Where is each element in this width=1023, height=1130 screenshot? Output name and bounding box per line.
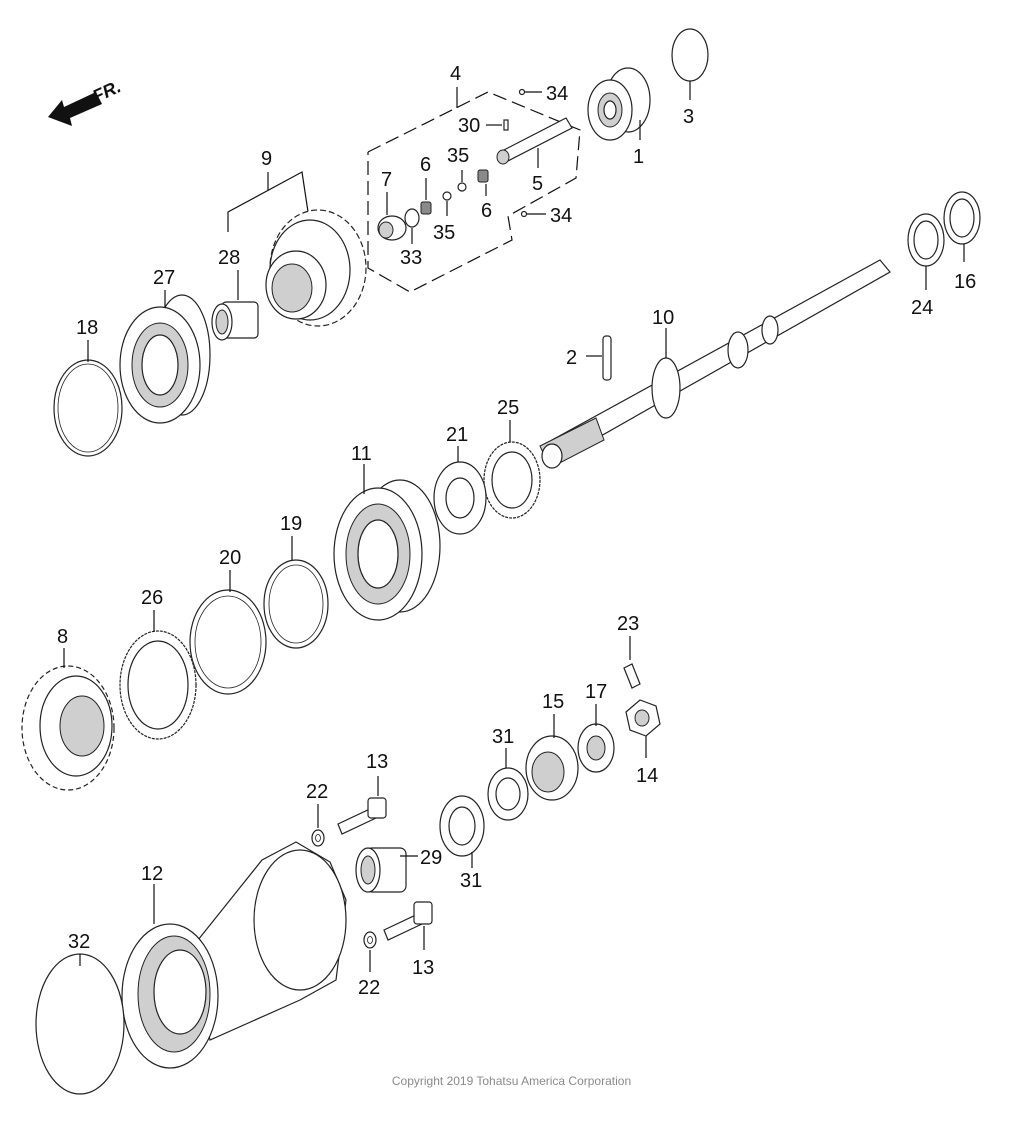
part-1-clutch-dog: [587, 67, 651, 141]
part-label-31-upper: 31: [492, 726, 514, 748]
part-label-24: 24: [911, 297, 933, 319]
part-label-25: 25: [497, 397, 519, 419]
part-3-ring: [671, 28, 709, 100]
part-34-ball-lower: [520, 210, 546, 218]
part-26-thrust-bearing: [119, 610, 197, 740]
part-25-thrust-bearing: [483, 420, 541, 519]
part-label-2: 2: [566, 347, 577, 369]
part-6-spring-right: [477, 169, 489, 196]
front-arrow-icon: [48, 92, 102, 126]
part-8-bevel-gear: [21, 648, 115, 791]
part-31-seal-lower: [439, 795, 485, 868]
part-33-ring: [404, 208, 420, 244]
part-23-cotter-pin: [623, 636, 641, 689]
part-label-1: 1: [633, 146, 644, 168]
part-label-31-lower: 31: [460, 870, 482, 892]
part-27-ball-bearing: [119, 290, 211, 424]
part-label-12: 12: [141, 863, 163, 885]
part-7-plunger: [377, 192, 407, 241]
part-17-washer: [577, 704, 615, 773]
part-label-27: 27: [153, 267, 175, 289]
part-12-bearing-housing: [121, 841, 347, 1069]
part-22-washer-lower: [363, 931, 377, 972]
part-34-ball-upper: [518, 88, 542, 96]
part-label-13-upper: 13: [366, 751, 388, 773]
part-32-o-ring: [35, 953, 125, 1095]
part-label-35-lower: 35: [433, 222, 455, 244]
part-label-22-lower: 22: [358, 977, 380, 999]
part-5-shift-rod: [496, 117, 573, 168]
part-label-26: 26: [141, 587, 163, 609]
part-6-spring-left: [420, 178, 432, 215]
part-14-nut: [625, 699, 661, 758]
part-22-washer-upper: [311, 804, 325, 847]
part-19-o-ring: [263, 536, 329, 649]
part-label-10: 10: [652, 307, 674, 329]
part-28-needle-bearing: [211, 270, 259, 341]
part-20-o-ring: [189, 570, 267, 695]
part-35-ball-lower: [442, 191, 452, 216]
part-label-19: 19: [280, 513, 302, 535]
part-label-13-lower: 13: [412, 957, 434, 979]
part-label-9: 9: [261, 148, 272, 170]
part-label-34-lower: 34: [550, 205, 572, 227]
part-label-8: 8: [57, 626, 68, 648]
part-label-14: 14: [636, 765, 658, 787]
part-label-16: 16: [954, 271, 976, 293]
part-label-32: 32: [68, 931, 90, 953]
part-label-6-left: 6: [420, 154, 431, 176]
part-label-35-upper: 35: [447, 145, 469, 167]
part-label-23: 23: [617, 613, 639, 635]
part-label-6-right: 6: [481, 200, 492, 222]
part-label-22-upper: 22: [306, 781, 328, 803]
part-29-needle-bearing: [355, 847, 418, 893]
part-label-28: 28: [218, 247, 240, 269]
part-label-4: 4: [450, 63, 461, 85]
part-24-thrust-bearing: [907, 213, 945, 290]
part-35-ball-upper: [457, 170, 467, 192]
part-label-15: 15: [542, 691, 564, 713]
part-4-group-outline: [367, 87, 581, 293]
part-label-21: 21: [446, 424, 468, 446]
part-15-thrust-holder: [525, 714, 579, 801]
part-21-washer: [433, 446, 487, 535]
part-2-pin: [586, 335, 612, 381]
part-label-18: 18: [76, 317, 98, 339]
part-31-spacer-upper: [487, 748, 529, 821]
part-13-bolt-upper: [337, 776, 387, 835]
part-9-bevel-gear: [265, 209, 367, 327]
part-16-washer: [943, 191, 981, 262]
part-label-33: 33: [400, 247, 422, 269]
part-13-bolt-lower: [383, 901, 433, 950]
part-11-retainer: [333, 464, 441, 621]
part-label-30: 30: [458, 115, 480, 137]
part-label-29: 29: [420, 847, 442, 869]
part-label-3: 3: [683, 106, 694, 128]
part-label-17: 17: [585, 681, 607, 703]
part-18-o-ring: [53, 340, 123, 457]
copyright-notice: Copyright 2019 Tohatsu America Corporati…: [391, 1074, 632, 1088]
part-label-34-upper: 34: [546, 83, 568, 105]
part-9-bracket: [227, 171, 311, 232]
part-label-20: 20: [219, 547, 241, 569]
part-30-pin: [486, 119, 509, 131]
part-label-7: 7: [381, 169, 392, 191]
part-label-11: 11: [351, 443, 372, 465]
part-label-5: 5: [532, 173, 543, 195]
part-10-propeller-shaft: [539, 259, 891, 469]
